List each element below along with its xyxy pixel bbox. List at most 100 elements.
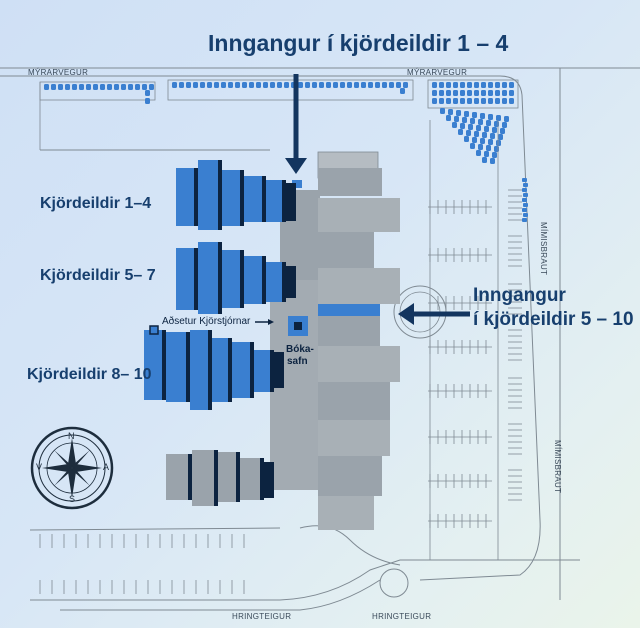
parked-car (522, 218, 527, 222)
parked-car (86, 84, 91, 90)
parked-car (464, 136, 469, 142)
parked-car (312, 82, 317, 88)
parked-car (193, 82, 198, 88)
polling-wing-block (212, 338, 232, 402)
parked-car (488, 114, 493, 120)
parked-car (492, 127, 497, 133)
parked-car (467, 98, 472, 104)
parked-car (440, 108, 445, 114)
parked-car (242, 82, 247, 88)
parked-car (478, 119, 483, 125)
parked-car (432, 98, 437, 104)
parked-car (439, 82, 444, 88)
parked-car (484, 126, 489, 132)
parked-car (319, 82, 324, 88)
entrance-arrow-top (285, 74, 307, 174)
parked-car (509, 82, 514, 88)
parked-car (474, 90, 479, 96)
parked-car (446, 82, 451, 88)
parked-car (79, 84, 84, 90)
parked-car (432, 90, 437, 96)
parked-car (114, 84, 119, 90)
parked-car (51, 84, 56, 90)
street-myrarvegur-left: MÝRARVEGUR (28, 68, 89, 77)
adsetur-arrow (255, 319, 274, 325)
polling-wing-block (198, 242, 222, 314)
parked-car (456, 110, 461, 116)
parked-car (484, 151, 489, 157)
parked-car (270, 82, 275, 88)
polling-wing-block (244, 176, 266, 222)
parked-car (488, 139, 493, 145)
compass-east: A (103, 462, 110, 472)
parked-car (490, 158, 495, 164)
parked-car (522, 198, 527, 202)
parked-car (452, 122, 457, 128)
roads (0, 67, 640, 611)
parked-car (498, 134, 503, 140)
parked-car (466, 130, 471, 136)
parked-car (470, 143, 475, 149)
entrance-1-4 (292, 180, 302, 188)
compass-south: S (69, 494, 76, 504)
parked-car (495, 90, 500, 96)
parked-car (207, 82, 212, 88)
parked-car (100, 84, 105, 90)
parked-car (305, 82, 310, 88)
parked-car (93, 84, 98, 90)
parked-car (354, 82, 359, 88)
entrance-right-label-2: í kjördeildir 5 – 10 (473, 309, 634, 330)
compass-north: N (68, 431, 75, 441)
parked-car (446, 90, 451, 96)
parked-car (478, 144, 483, 150)
polling-wing-block (244, 256, 266, 304)
parked-car (474, 98, 479, 104)
parked-car (179, 82, 184, 88)
parked-car (256, 82, 261, 88)
polling-wing-block (222, 250, 244, 308)
parked-car (453, 90, 458, 96)
polling-wing-block (218, 452, 240, 502)
parked-car (509, 98, 514, 104)
parking-top (39, 79, 519, 109)
parked-car (522, 208, 527, 212)
parked-car (200, 82, 205, 88)
parked-car (500, 128, 505, 134)
polling-wing-block (254, 350, 274, 392)
polling-wing-block (198, 160, 222, 230)
parked-car (474, 82, 479, 88)
map-title: Inngangur í kjördeildir 1 – 4 (208, 30, 509, 56)
parked-car (135, 84, 140, 90)
parked-car (145, 98, 150, 104)
parked-car (439, 90, 444, 96)
parked-cars (44, 82, 528, 222)
parked-car (186, 82, 191, 88)
parked-car (522, 188, 527, 192)
polling-wing-block (274, 352, 284, 388)
parked-car (523, 193, 528, 197)
parked-car (496, 140, 501, 146)
parked-car (523, 213, 528, 217)
parked-car (361, 82, 366, 88)
parked-car (228, 82, 233, 88)
parked-car (467, 82, 472, 88)
parked-car (462, 117, 467, 123)
parked-car (382, 82, 387, 88)
polling-wing-block (176, 248, 198, 310)
polling-wing-block (286, 266, 296, 298)
parked-car (368, 82, 373, 88)
parked-car (481, 98, 486, 104)
parked-car (481, 82, 486, 88)
parked-car (472, 112, 477, 118)
parked-car (58, 84, 63, 90)
parked-car (446, 98, 451, 104)
parked-car (400, 88, 405, 94)
parked-car (277, 82, 282, 88)
street-mimisbraut-top: MÍMISBRAUT (539, 222, 548, 276)
parked-car (480, 138, 485, 144)
polling-wing-block (192, 450, 218, 506)
street-hringteigur-left: HRINGTEIGUR (232, 612, 292, 621)
entrance-arrow-right (398, 303, 470, 325)
parked-car (482, 132, 487, 138)
parked-car (284, 82, 289, 88)
